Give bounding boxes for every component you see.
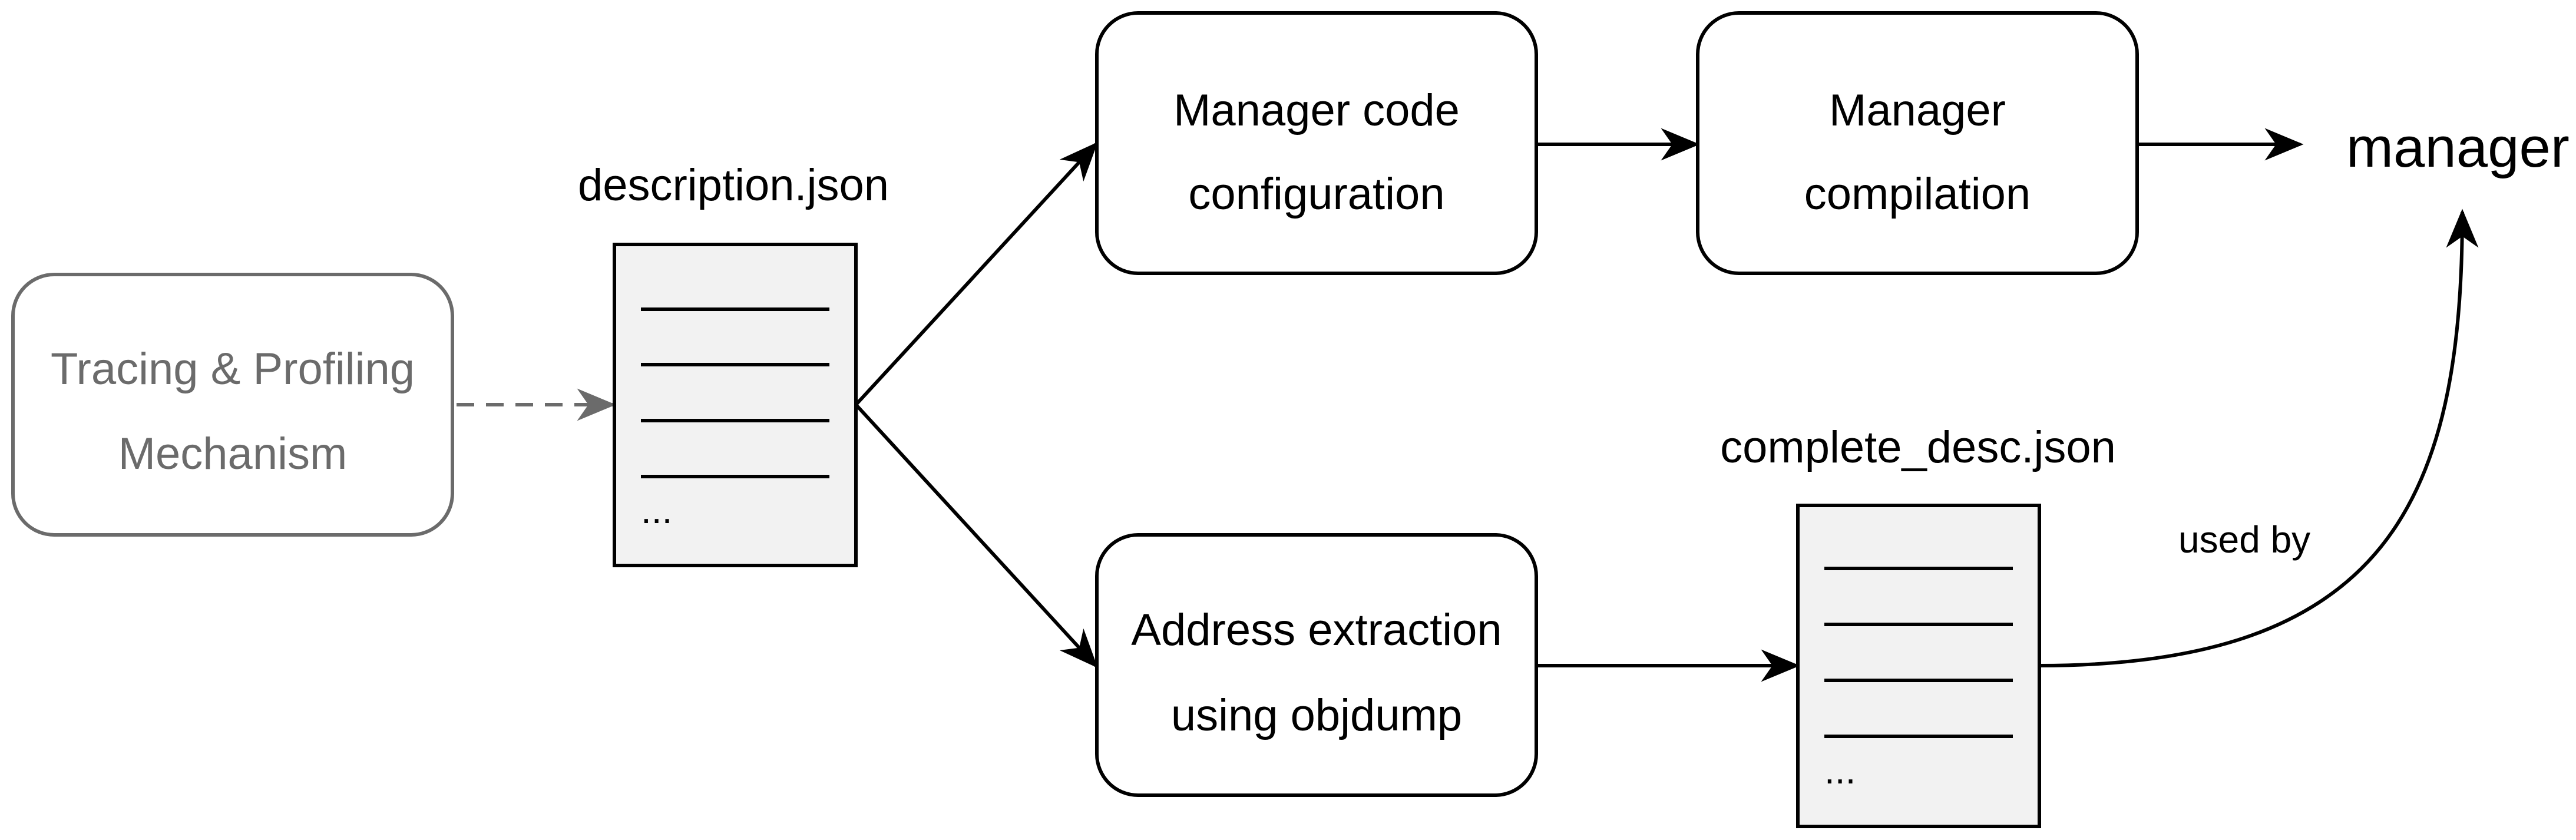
address-extraction-label-line2: using objdump	[1171, 690, 1462, 740]
address-extraction-box	[1095, 533, 1538, 797]
description-json-ellipsis: ...	[641, 489, 672, 531]
edge-complete-to-manager	[2039, 209, 2479, 667]
manager-config-node: Manager code configuration	[1095, 11, 1538, 275]
tracing-profiling-box	[11, 273, 454, 537]
description-json-file-icon	[613, 243, 858, 567]
description-json-node: description.json ...	[578, 160, 889, 567]
edge-description-to-address	[854, 403, 1098, 669]
complete-desc-json-file-icon	[1796, 504, 2041, 828]
manager-config-box	[1095, 11, 1538, 275]
edge-description-to-config	[854, 141, 1098, 406]
manager-compile-box	[1696, 11, 2139, 275]
manager-compile-node: Manager compilation	[1696, 11, 2139, 275]
address-extraction-label-line1: Address extraction	[1131, 605, 1502, 655]
manager-config-label-line1: Manager code	[1173, 85, 1460, 135]
tracing-profiling-node: Tracing & Profiling Mechanism	[11, 273, 454, 537]
complete-desc-json-title: complete_desc.json	[1720, 422, 2116, 472]
used-by-label: used by	[2178, 518, 2310, 561]
manager-compile-label-line1: Manager	[1829, 85, 2006, 135]
manager-config-label-line2: configuration	[1188, 169, 1444, 219]
manager-compile-label-line2: compilation	[1804, 169, 2031, 219]
manager-output-label: manager	[2346, 116, 2570, 179]
complete-desc-json-ellipsis: ...	[1824, 749, 1856, 792]
tracing-profiling-label-line2: Mechanism	[118, 429, 348, 479]
address-extraction-node: Address extraction using objdump	[1095, 533, 1538, 797]
tracing-profiling-label-line1: Tracing & Profiling	[51, 344, 415, 394]
complete-desc-json-node: complete_desc.json ...	[1720, 422, 2116, 828]
description-json-title: description.json	[578, 160, 889, 210]
